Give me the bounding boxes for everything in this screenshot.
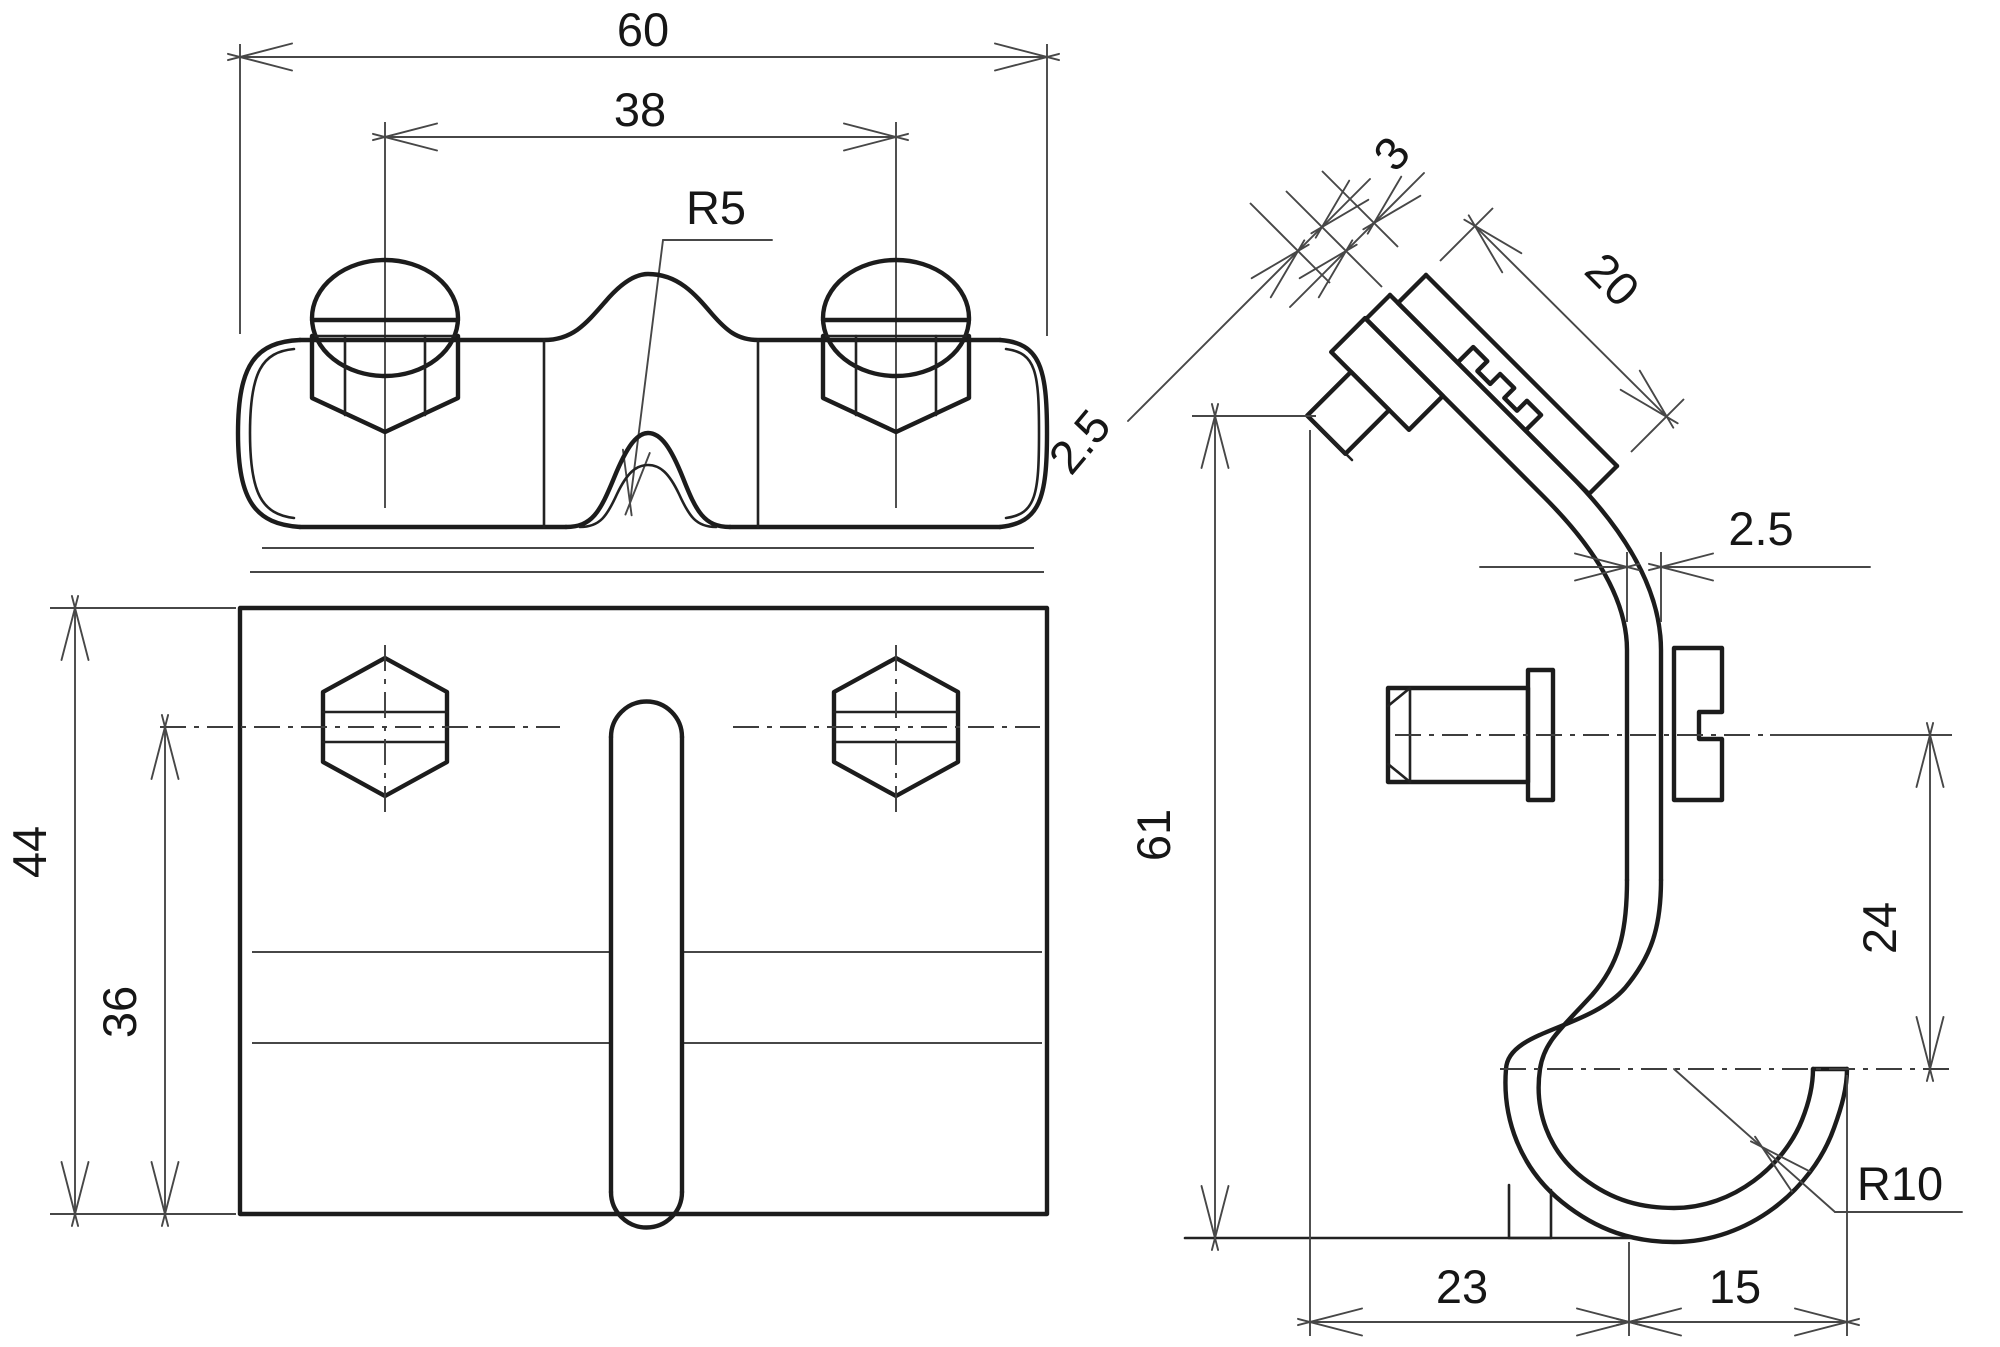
dim-saddle-radius: R5 — [614, 181, 773, 518]
dim-hole-height: 36 — [93, 714, 180, 1227]
dim-base-depth-label: 23 — [1436, 1260, 1488, 1313]
dim-saddle-radius-label: R5 — [686, 181, 746, 234]
dim-hole-height-label: 36 — [93, 986, 146, 1038]
dim-bolt-spacing: 38 — [372, 83, 909, 508]
bracket-arm — [1363, 292, 1664, 883]
base-plate — [237, 605, 1050, 1217]
center-slot — [608, 699, 685, 1230]
dim-hook-center-offset-label: 24 — [1853, 902, 1906, 954]
dim-hook-radius: R10 — [1673, 1068, 1963, 1213]
dim-base-depth: 23 15 — [1297, 430, 1860, 1337]
dim-hook-depth-label: 15 — [1709, 1260, 1761, 1313]
dim-clamp-plate-thickness: 3 — [1289, 126, 1425, 308]
clamp-plate-section — [1395, 272, 1620, 497]
dim-clamp-plate-thickness-label: 3 — [1363, 126, 1420, 180]
dim-clamp-plate-length: 20 — [1439, 207, 1686, 453]
dim-plate-height: 44 — [3, 595, 236, 1227]
cover-plate — [235, 271, 1050, 573]
dim-plate-height-label: 44 — [3, 826, 56, 878]
front-view: 60 38 R5 — [3, 3, 1060, 1230]
dim-hook-center-offset: 24 — [1853, 722, 1945, 1082]
dim-bar-thickness: 2.5 — [1479, 502, 1871, 622]
dim-overall-height-label: 61 — [1127, 809, 1180, 861]
dim-bolt-spacing-label: 38 — [614, 83, 666, 136]
dim-bar-thickness-label: 2.5 — [1728, 502, 1793, 555]
clamp-stud — [1305, 315, 1446, 462]
side-bolt — [1385, 645, 1952, 803]
dim-overall-height: 61 — [1127, 403, 1632, 1251]
hook — [1500, 877, 1952, 1245]
side-view: 2.5 3 20 2.5 — [1038, 126, 1963, 1337]
dim-arm-thickness-label: 2.5 — [1038, 399, 1121, 483]
clamp-bolt-right — [820, 257, 972, 435]
dim-clamp-plate-length-label: 20 — [1575, 242, 1649, 316]
clamp-bolt-left — [309, 257, 461, 435]
hex-nut-left — [160, 645, 560, 812]
hex-nut-right — [733, 645, 1040, 812]
dim-overall-width-label: 60 — [617, 3, 669, 56]
dim-hook-radius-label: R10 — [1857, 1157, 1943, 1210]
dim-arm-thickness: 2.5 — [1038, 170, 1399, 483]
dim-overall-width: 60 — [227, 3, 1060, 336]
